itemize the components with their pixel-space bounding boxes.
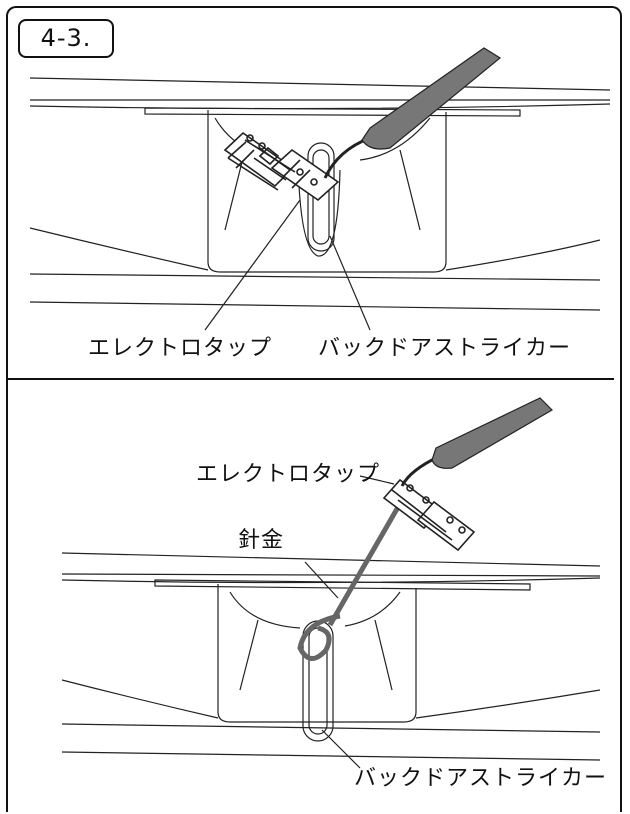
recess-line bbox=[239, 619, 259, 691]
body-line bbox=[61, 751, 601, 761]
label-electro-tap-top: エレクトロタップ bbox=[88, 336, 273, 361]
bumper-line bbox=[61, 577, 601, 584]
leader-tap-bottom bbox=[359, 475, 395, 485]
wire-loop bbox=[297, 613, 341, 661]
label-striker-top: バックドアストライカー bbox=[318, 336, 572, 361]
body-line bbox=[445, 239, 601, 271]
figure-frame bbox=[6, 6, 622, 812]
recess-line bbox=[344, 591, 401, 627]
label-wire: 針金 bbox=[238, 528, 285, 553]
cable-harness bbox=[431, 397, 553, 469]
recess-line bbox=[359, 117, 431, 161]
label-striker-bottom: バックドアストライカー bbox=[354, 766, 608, 791]
electro-tap-bottom bbox=[382, 478, 476, 552]
body-line bbox=[29, 227, 209, 271]
bumper-line bbox=[61, 552, 601, 567]
body-line bbox=[61, 679, 219, 719]
molding-strip bbox=[144, 107, 521, 117]
bumper-line bbox=[29, 103, 611, 110]
recess-line bbox=[399, 149, 421, 231]
body-line bbox=[29, 301, 601, 311]
leader-striker-bottom bbox=[321, 729, 361, 769]
recess-pocket bbox=[207, 110, 447, 273]
cable-wire bbox=[323, 136, 371, 179]
leader-wire bbox=[304, 561, 339, 599]
bottom-panel-drawing bbox=[61, 397, 601, 769]
body-line bbox=[415, 689, 601, 719]
striker-base bbox=[297, 159, 341, 257]
striker-outer bbox=[307, 142, 335, 252]
panel-divider bbox=[8, 378, 614, 380]
electro-tap-top bbox=[223, 131, 340, 202]
recess-line bbox=[229, 591, 301, 629]
top-panel-drawing bbox=[29, 47, 611, 331]
recess-pocket bbox=[217, 584, 417, 723]
step-number-badge: 4-3. bbox=[18, 19, 114, 58]
label-electro-tap-bottom: エレクトロタップ bbox=[196, 462, 381, 487]
molding-strip bbox=[154, 579, 531, 591]
leader-tap-top bbox=[204, 199, 301, 331]
cable-harness bbox=[361, 47, 502, 150]
bumper-line bbox=[29, 77, 611, 91]
striker-inner bbox=[308, 627, 328, 735]
body-line bbox=[29, 273, 601, 281]
leader-striker-top bbox=[329, 235, 371, 331]
recess-line bbox=[374, 619, 393, 691]
body-line bbox=[61, 723, 601, 733]
wire-strand bbox=[327, 493, 408, 627]
bumper-line bbox=[61, 573, 601, 577]
